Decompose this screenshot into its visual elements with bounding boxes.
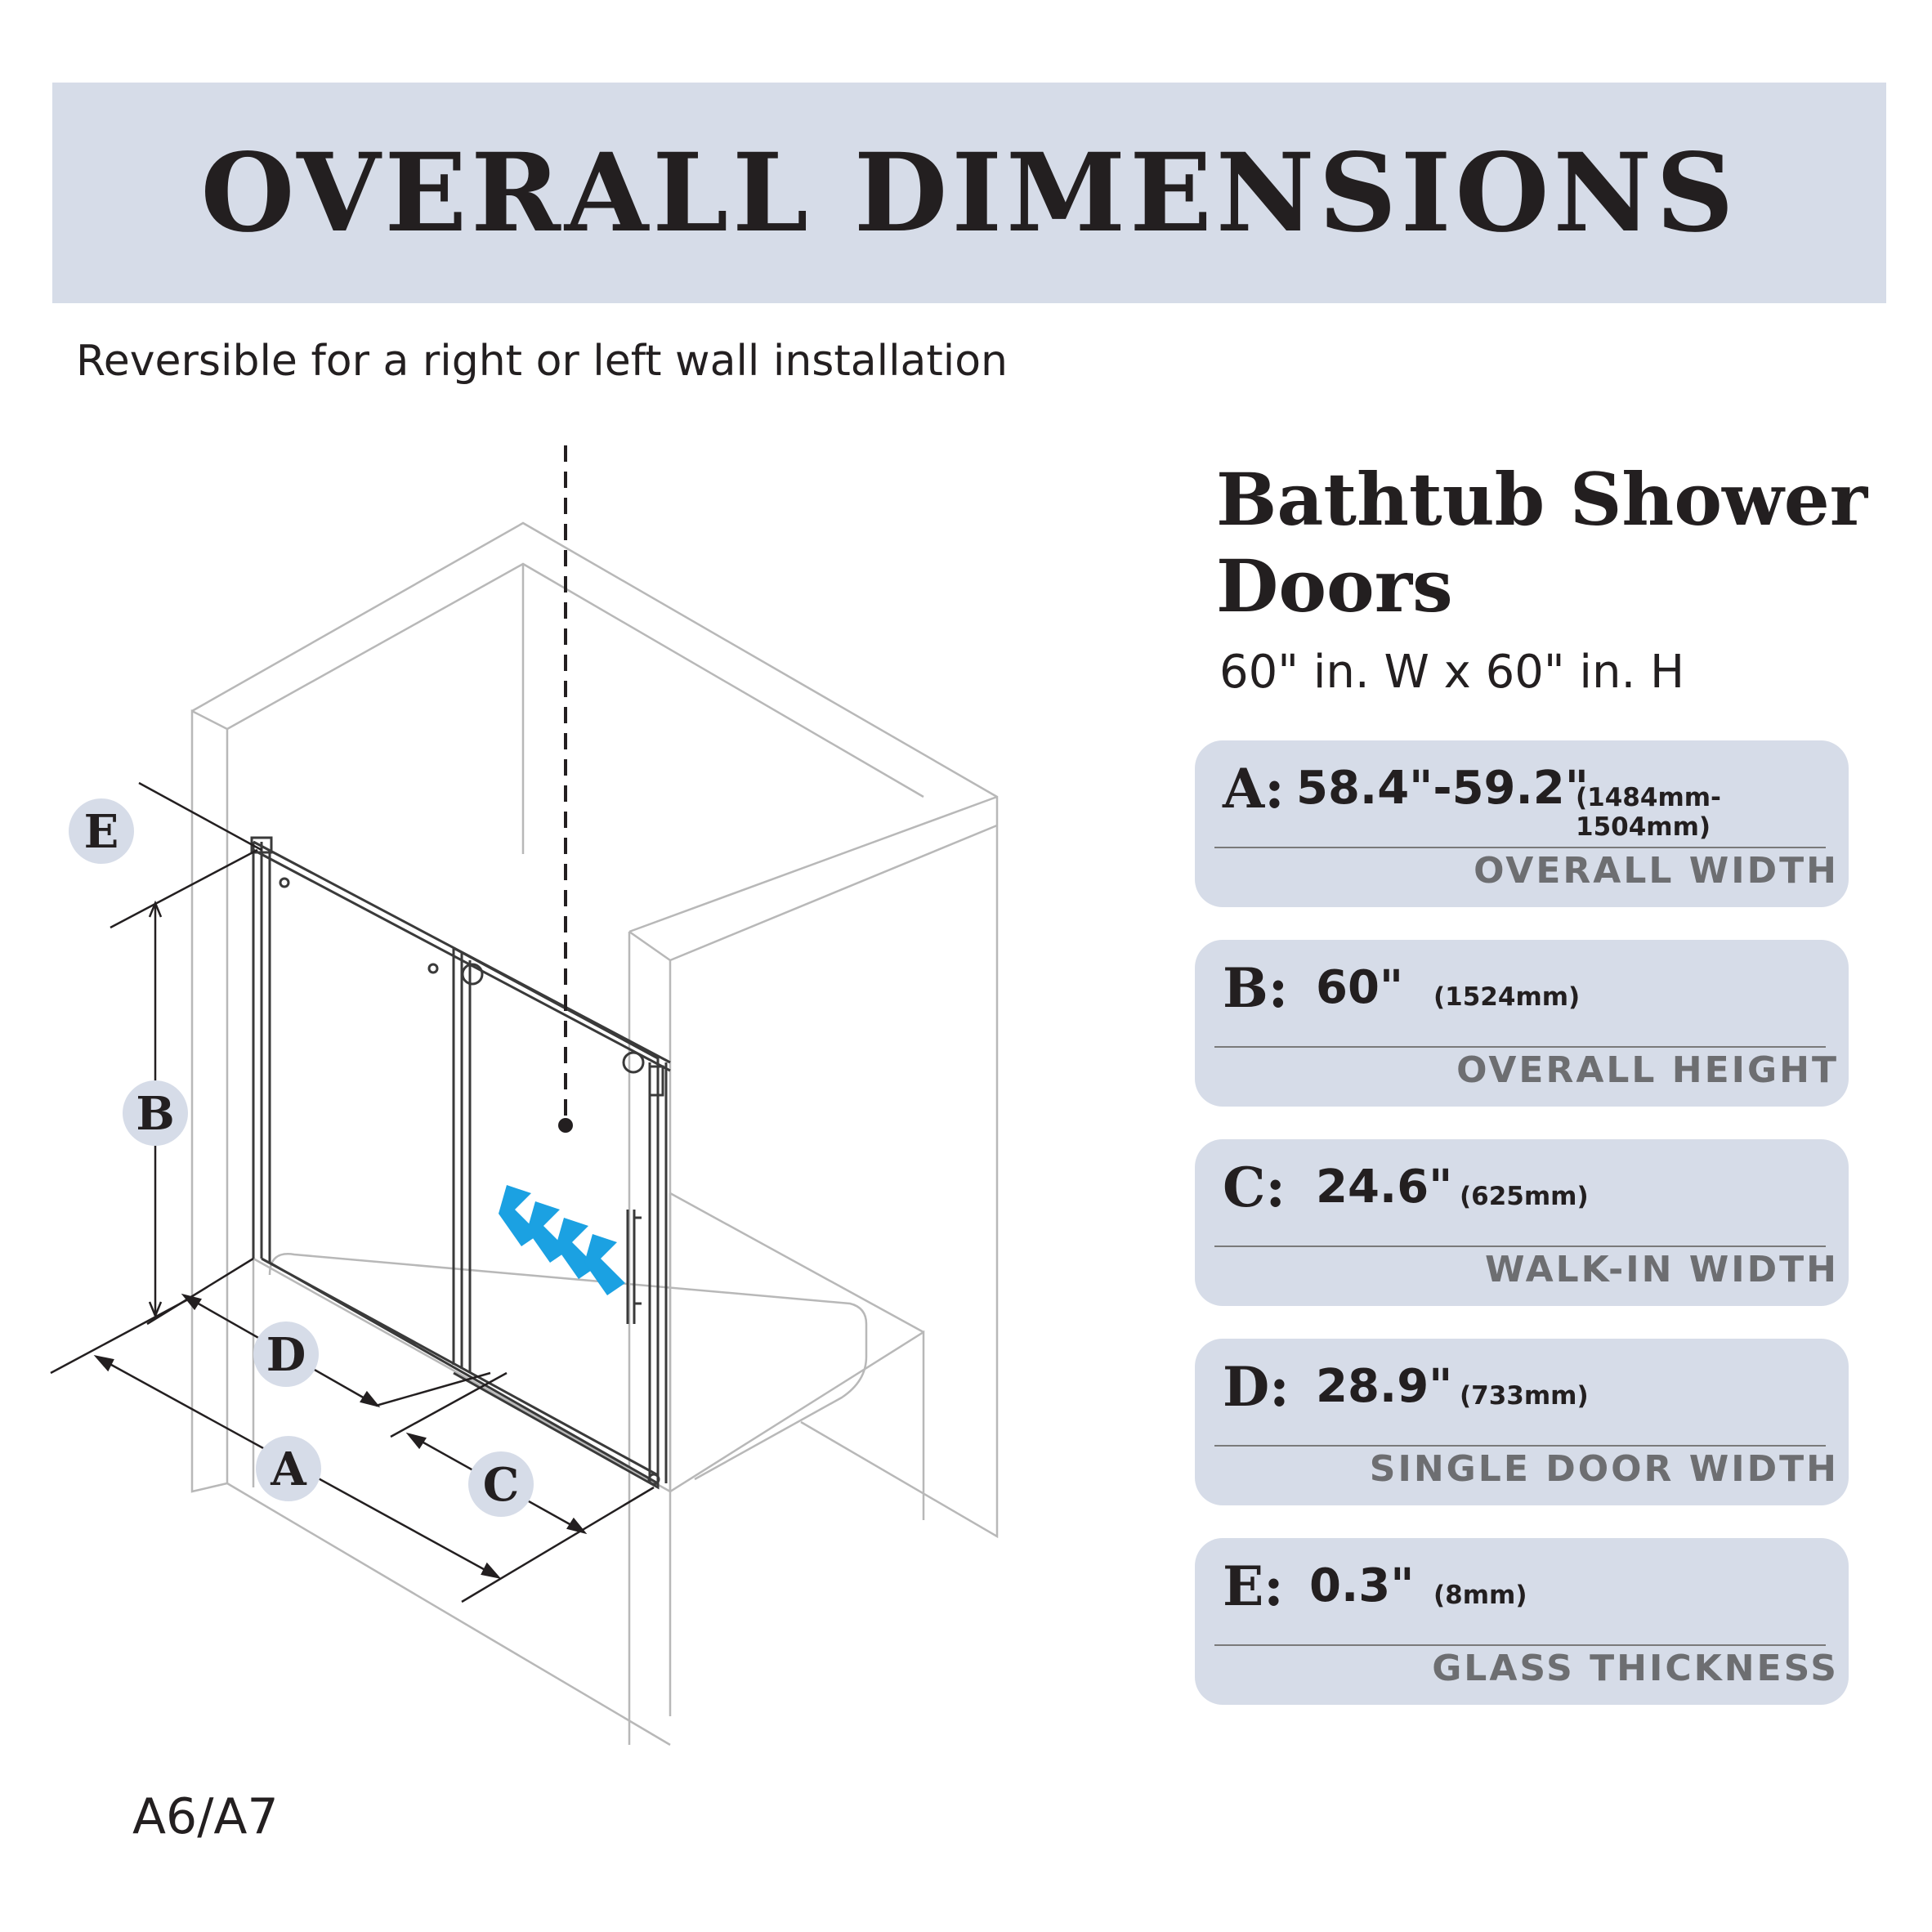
dimension-letter: A: <box>1223 757 1285 821</box>
svg-text:A: A <box>270 1442 307 1496</box>
divider <box>1214 1046 1826 1048</box>
fixed-panel <box>252 842 271 1263</box>
divider <box>1214 1644 1826 1646</box>
dimension-letter: C: <box>1223 1156 1286 1219</box>
dimension-card-c: C: 24.6" (625mm) WALK-IN WIDTH <box>1195 1139 1849 1306</box>
dimension-letter: D: <box>1223 1355 1290 1419</box>
dimension-caption: GLASS THICKNESS <box>1432 1648 1839 1689</box>
dimension-metric: (1524mm) <box>1433 982 1581 1012</box>
dimension-card-e: E: 0.3" (8mm) GLASS THICKNESS <box>1195 1538 1849 1705</box>
dimension-value: 58.4"-59.2" <box>1296 762 1589 815</box>
dimension-metric: (8mm) <box>1433 1581 1527 1610</box>
dimension-value: 0.3" <box>1309 1559 1415 1612</box>
dimension-value: 24.6" <box>1316 1161 1453 1214</box>
diagram-label-c: C <box>468 1451 534 1517</box>
dimension-caption: WALK-IN WIDTH <box>1485 1249 1839 1290</box>
dimension-metric: (1484mm-1504mm) <box>1576 783 1721 842</box>
divider <box>1214 1445 1826 1447</box>
dimension-caption: OVERALL HEIGHT <box>1456 1049 1839 1091</box>
dimension-card-b: B: 60" (1524mm) OVERALL HEIGHT <box>1195 940 1849 1107</box>
sliding-arrows <box>499 1185 625 1295</box>
installation-note: Reversible for a right or left wall inst… <box>76 337 1008 386</box>
product-size: 60" in. W x 60" in. H <box>1219 646 1685 699</box>
svg-text:C: C <box>483 1458 520 1512</box>
dimension-value: 60" <box>1316 961 1404 1014</box>
diagram-label-b: B <box>123 1080 188 1146</box>
door-handle <box>626 1210 642 1324</box>
svg-text:D: D <box>266 1328 306 1382</box>
right-pillar <box>628 795 998 1745</box>
product-title: Bathtub Shower Doors <box>1216 457 1868 628</box>
dimension-value: 28.9" <box>1316 1360 1453 1413</box>
divider <box>1214 847 1826 848</box>
dimension-metric: (733mm) <box>1460 1381 1589 1411</box>
diagram-label-e: E <box>69 798 134 864</box>
dimension-caption: OVERALL WIDTH <box>1474 850 1839 892</box>
dimension-letter: B: <box>1223 956 1289 1020</box>
header-banner: OVERALL DIMENSIONS <box>52 83 1886 303</box>
dimension-metric: (625mm) <box>1460 1182 1589 1211</box>
page-title: OVERALL DIMENSIONS <box>200 129 1738 257</box>
center-point <box>558 1118 573 1133</box>
dimension-letter: E: <box>1223 1554 1284 1618</box>
sliding-panel <box>452 946 660 1490</box>
svg-text:B: B <box>136 1087 174 1141</box>
diagram-label-a: A <box>256 1436 321 1501</box>
bathtub <box>253 1257 925 1520</box>
diagram-label-d: D <box>253 1322 319 1387</box>
dimension-card-a: A: 58.4"-59.2" (1484mm-1504mm) OVERALL W… <box>1195 740 1849 907</box>
dimension-caption: SINGLE DOOR WIDTH <box>1369 1448 1839 1490</box>
divider <box>1214 1246 1826 1247</box>
svg-text:E: E <box>84 805 119 859</box>
model-number: A6/A7 <box>132 1788 279 1845</box>
dimension-card-d: D: 28.9" (733mm) SINGLE DOOR WIDTH <box>1195 1339 1849 1505</box>
